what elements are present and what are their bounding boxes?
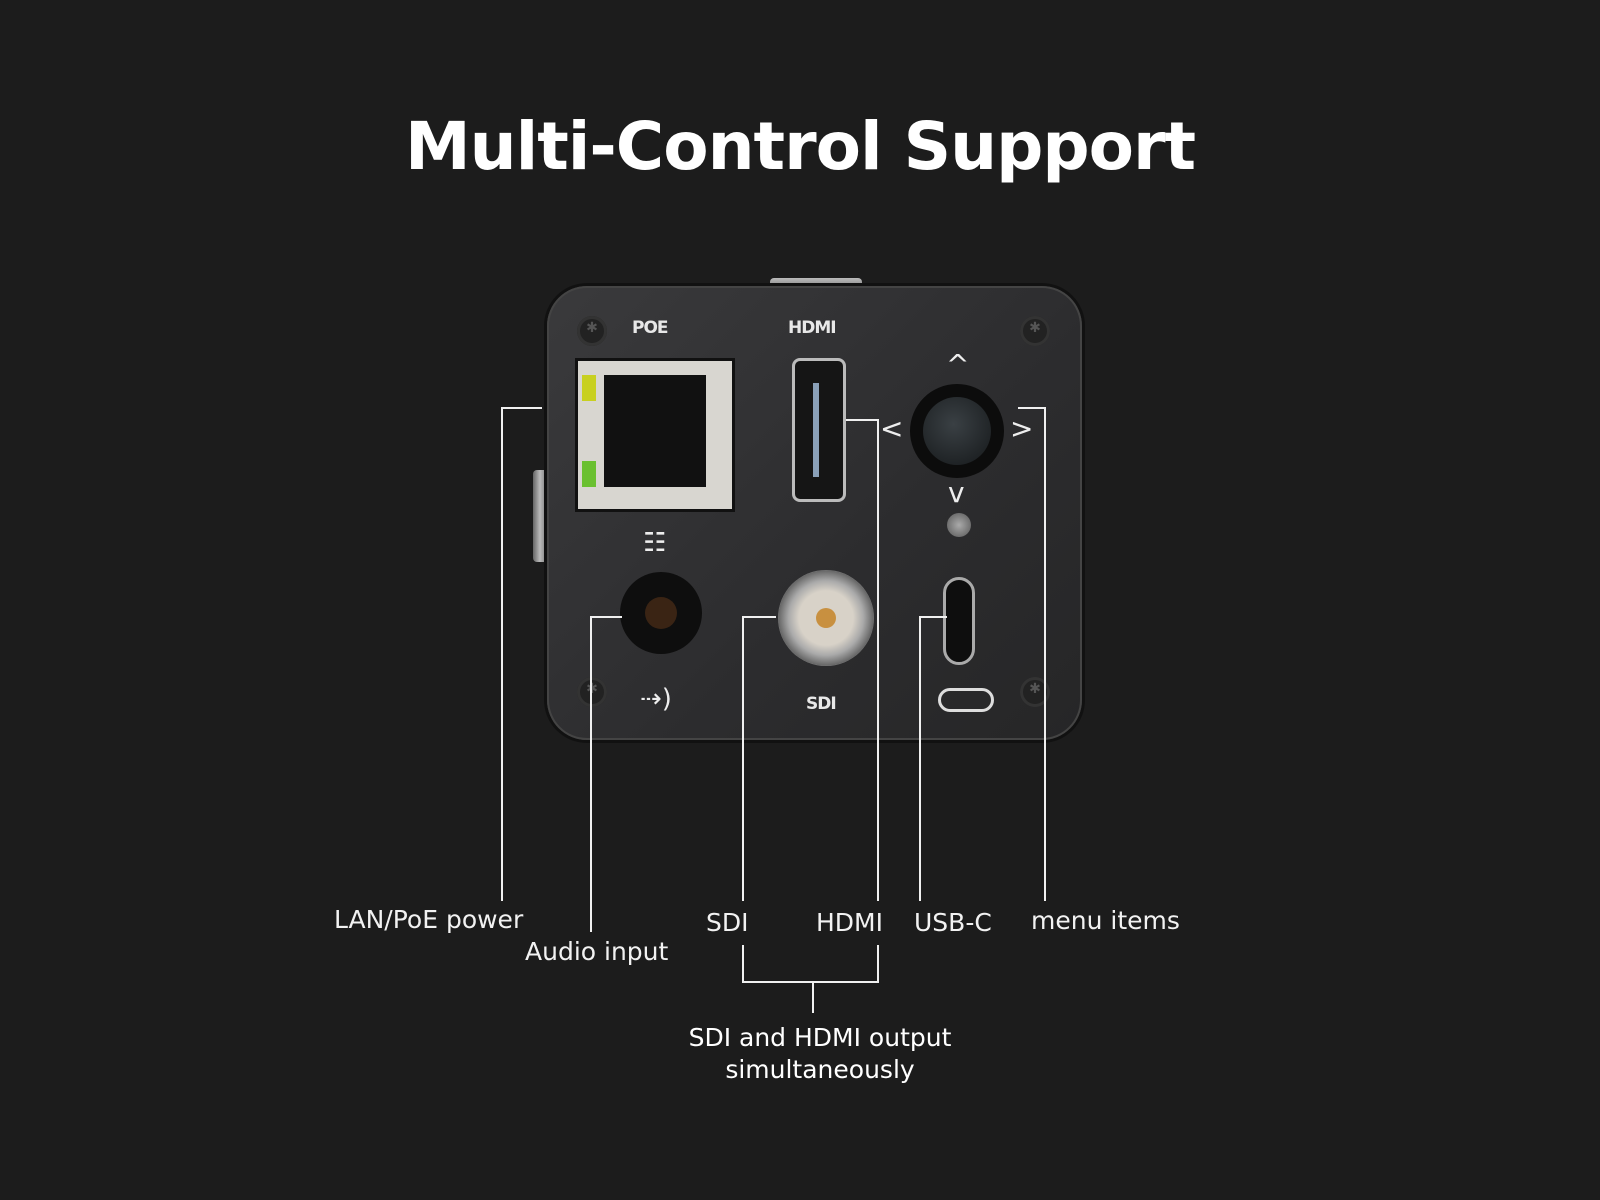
note-line-2: simultaneously (725, 1055, 915, 1084)
poe-label: POE (632, 318, 669, 338)
hdmi-panel-label: HDMI (788, 318, 837, 338)
bracket-line (812, 981, 814, 1013)
leader-line-menu (1018, 407, 1046, 409)
side-connector (533, 470, 547, 562)
sdi-hdmi-note: SDI and HDMI output simultaneously (600, 1022, 1040, 1086)
arrow-left-icon: < (880, 412, 904, 445)
leader-line-hdmi (877, 419, 879, 901)
arrow-down-icon: v (948, 476, 965, 509)
leader-line-sdi (742, 616, 744, 901)
leader-line-audio (590, 616, 622, 618)
screw-icon (577, 677, 607, 707)
usb-c-icon (938, 688, 994, 712)
leader-line-sdi (742, 616, 776, 618)
menu-joystick (910, 384, 1004, 478)
ethernet-port (575, 358, 735, 512)
usb-c-port (943, 577, 975, 665)
callout-usb-c: USB-C (914, 908, 992, 937)
leader-line-usbc (919, 616, 947, 618)
network-icon: ☷ (643, 528, 667, 558)
callout-audio-input: Audio input (525, 937, 669, 966)
status-led (947, 513, 971, 537)
screw-icon (1020, 316, 1050, 346)
leader-line-lan (501, 407, 503, 901)
arrow-up-icon: ^ (946, 348, 970, 381)
arrow-right-icon: > (1010, 412, 1034, 445)
link-led-green (582, 461, 596, 487)
screw-icon (577, 316, 607, 346)
callout-sdi: SDI (706, 908, 749, 937)
callout-hdmi: HDMI (816, 908, 883, 937)
bracket-line (742, 981, 879, 983)
leader-line-menu (1044, 407, 1046, 901)
panel-body (547, 286, 1082, 740)
leader-line-audio (590, 616, 592, 932)
leader-line-hdmi (846, 419, 879, 421)
hdmi-port (792, 358, 846, 502)
page-title: Multi-Control Support (404, 108, 1196, 185)
leader-line-lan (502, 407, 542, 409)
sdi-bnc-port (778, 570, 874, 666)
callout-lan-poe: LAN/PoE power (334, 905, 524, 934)
leader-line-usbc (919, 616, 921, 901)
note-line-1: SDI and HDMI output (688, 1023, 952, 1052)
audio-in-icon: ⇢) (640, 684, 672, 714)
callout-menu-items: menu items (1031, 906, 1180, 935)
sdi-panel-label: SDI (806, 694, 837, 714)
link-led-yellow (582, 375, 596, 401)
audio-jack (620, 572, 702, 654)
bracket-line (742, 945, 744, 983)
bracket-line (877, 945, 879, 983)
